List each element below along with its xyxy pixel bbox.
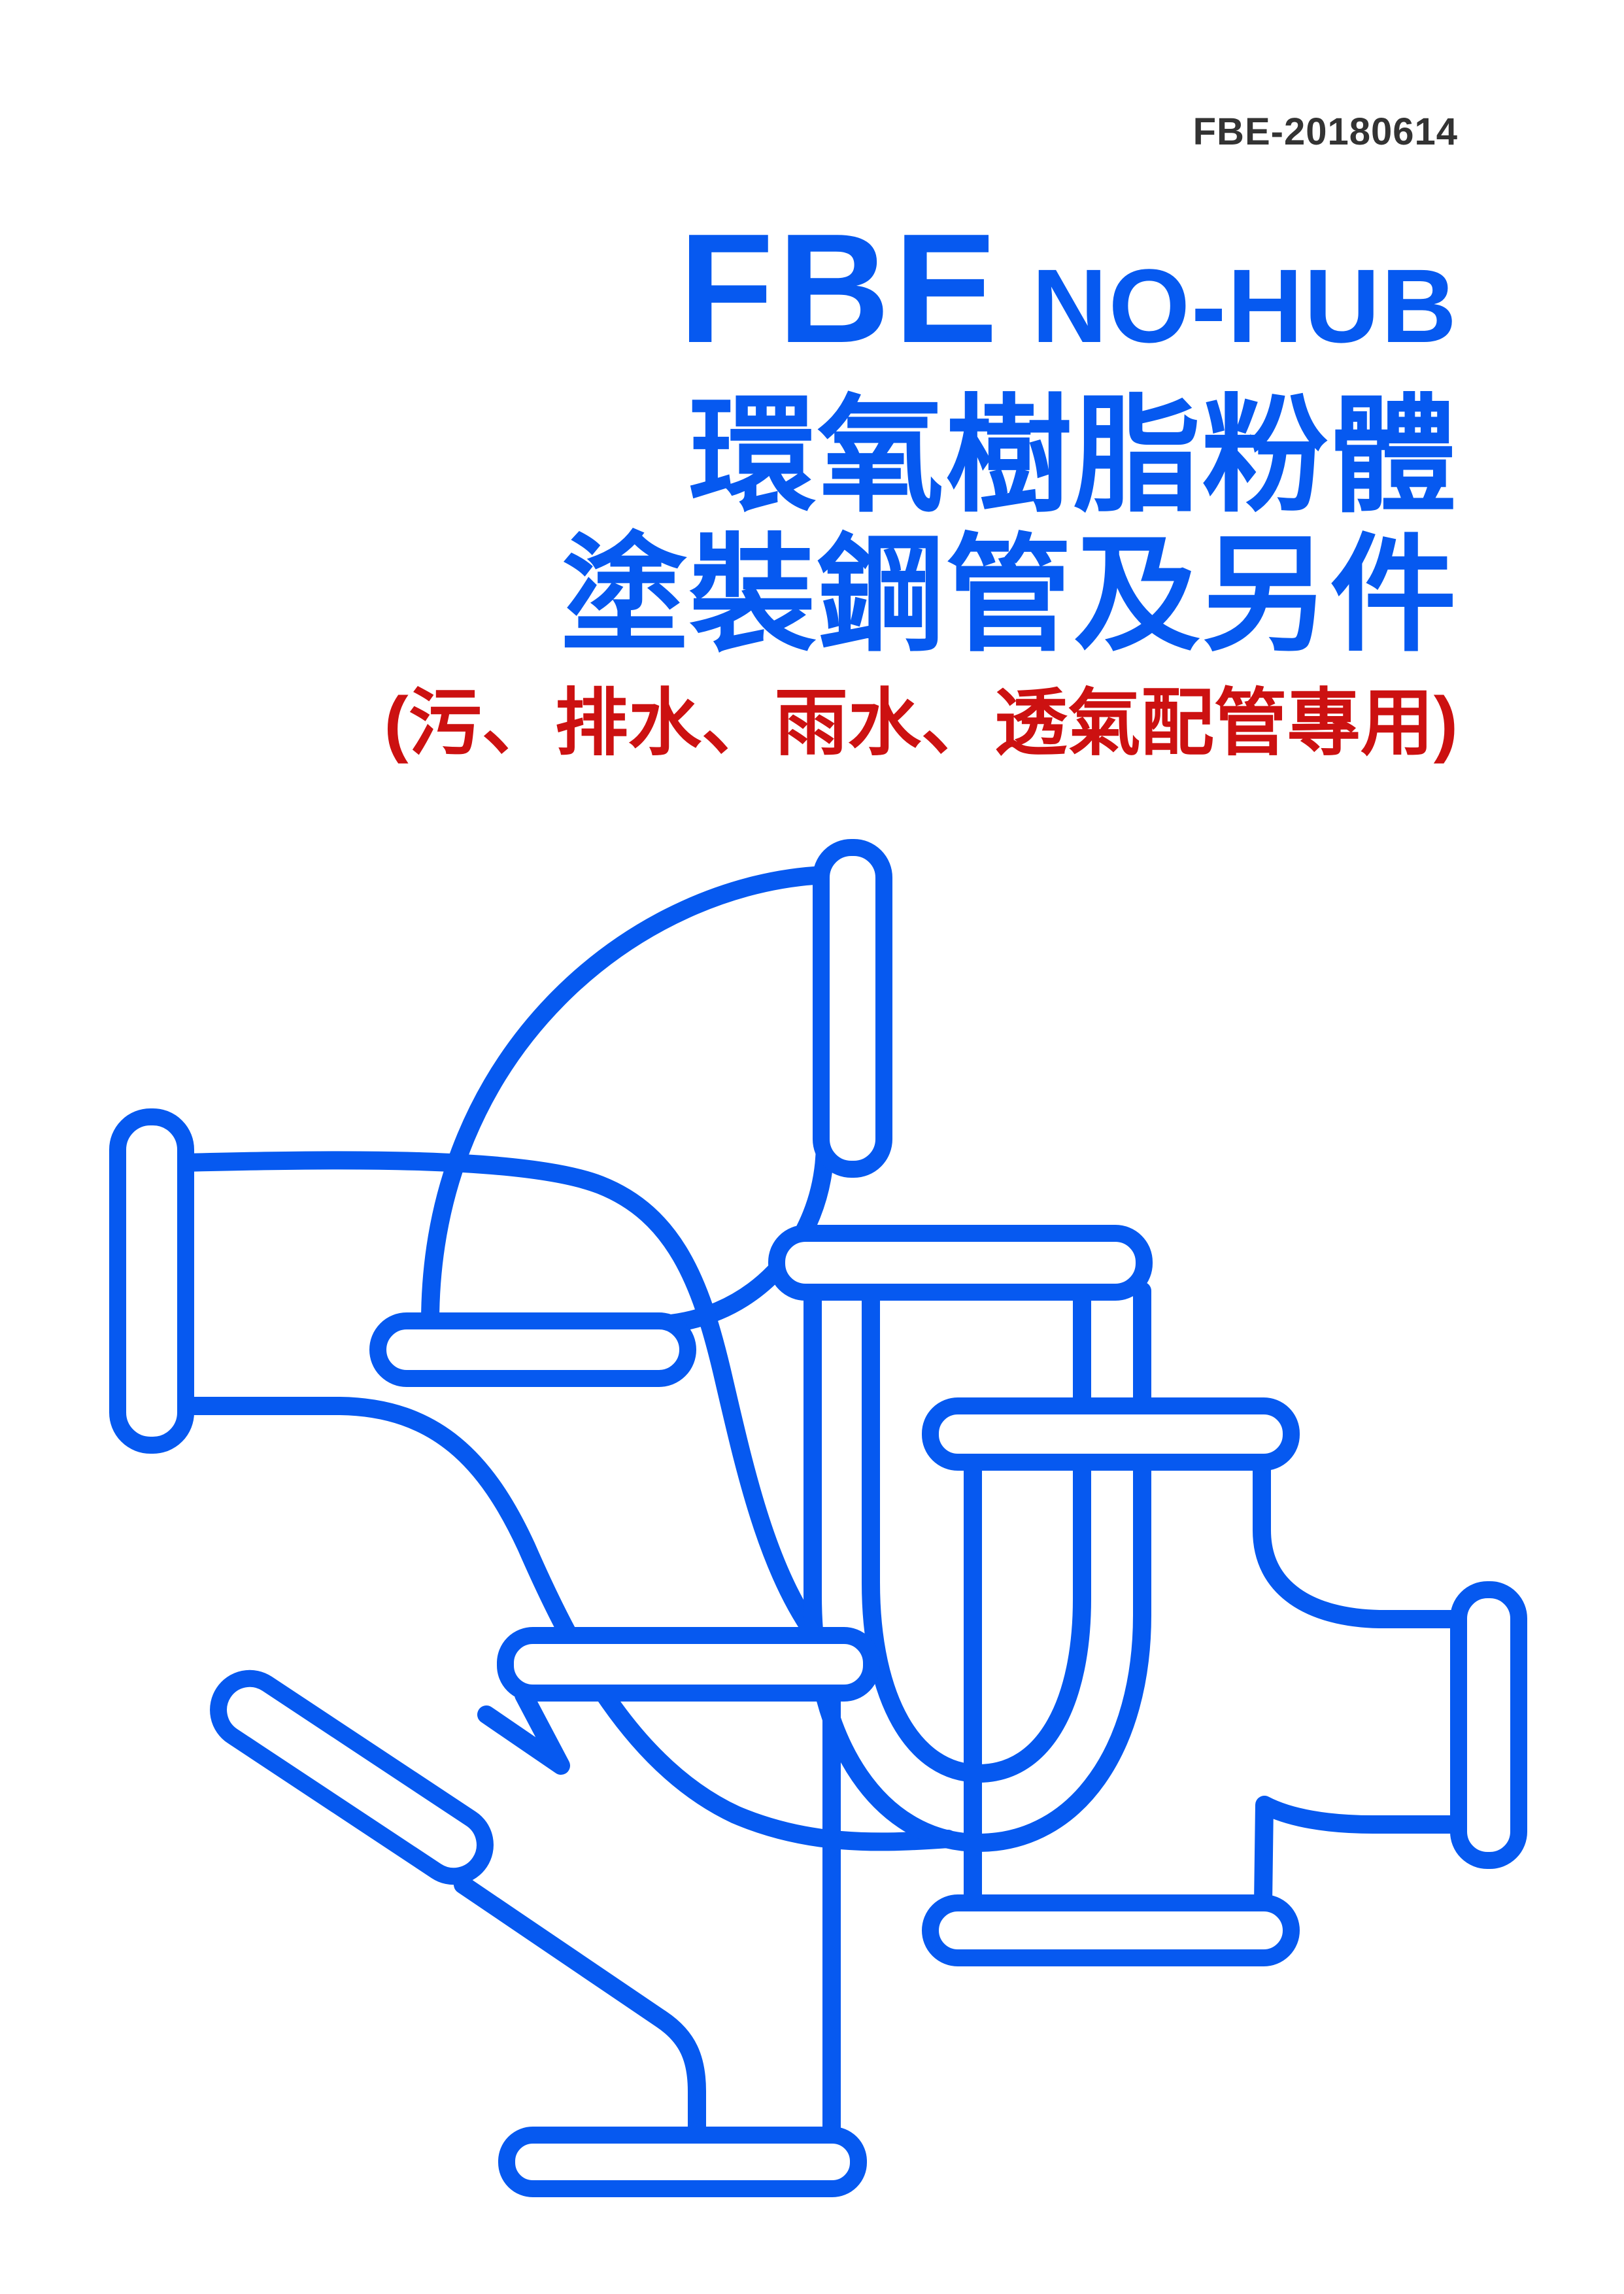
left-elbow-hub-icon bbox=[109, 1108, 194, 1454]
tee-top-hub-icon bbox=[922, 1397, 1300, 1471]
document-code: FBE-20180614 bbox=[1193, 111, 1458, 153]
english-title: FBE NO-HUB bbox=[679, 211, 1458, 367]
wye-bottom-hub-icon bbox=[498, 2127, 867, 2197]
title-zh-line1: 環氧樹脂粉體 bbox=[689, 385, 1458, 527]
title-en-sub: NO-HUB bbox=[1032, 247, 1458, 364]
sanitary-tee-icon bbox=[964, 1453, 1469, 1912]
quarter-bend-elbow-icon bbox=[421, 866, 834, 1334]
subtitle-red: (污、排水、雨水、透氣配管專用) bbox=[384, 681, 1458, 764]
hub-caps bbox=[109, 839, 1527, 2197]
wye-diagonal-hub-icon bbox=[210, 1669, 494, 1885]
tee-bottom-hub-icon bbox=[922, 1894, 1300, 1966]
elbow-right-hub-icon bbox=[813, 839, 892, 1178]
title-block: FBE-20180614 FBE NO-HUB 環氧樹脂粉體 塗裝鋼管及另件 (… bbox=[131, 110, 1458, 766]
title-en-main: FBE bbox=[679, 202, 1002, 375]
title-zh-line2: 塗裝鋼管及另件 bbox=[561, 524, 1458, 667]
elbow-bottom-hub-icon bbox=[369, 1312, 696, 1387]
trap-top-hub-icon bbox=[768, 1225, 1153, 1301]
wye-45-icon bbox=[454, 1685, 841, 2146]
wye-top-hub-icon bbox=[497, 1627, 880, 1702]
tee-right-hub-icon bbox=[1450, 1581, 1527, 1869]
